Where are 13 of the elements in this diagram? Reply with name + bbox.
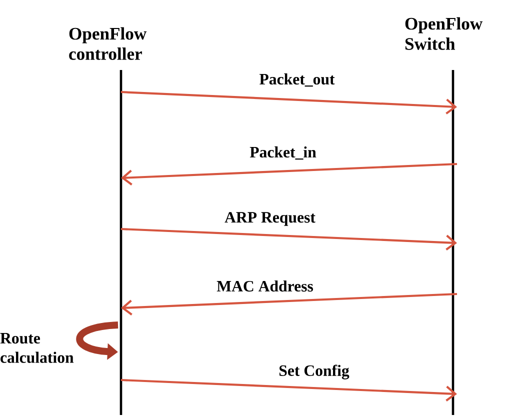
participant-label: OpenFlow Switch [405, 17, 483, 50]
message-arrow [120, 228, 457, 250]
edge-label: ARP Request [222, 210, 318, 228]
message-arrow [120, 378, 457, 402]
edge-label: Set Config [276, 362, 352, 382]
message-arrow [121, 292, 458, 316]
message-arrow [120, 90, 457, 114]
edge-label: Route calculation [0, 333, 74, 363]
edge-label: MAC Address [214, 278, 316, 294]
edge-label: Packet_out [257, 72, 337, 88]
participant-label: OpenFlow controller [69, 27, 147, 60]
edge-label: Packet_in [248, 144, 318, 162]
message-arrow [121, 162, 458, 186]
